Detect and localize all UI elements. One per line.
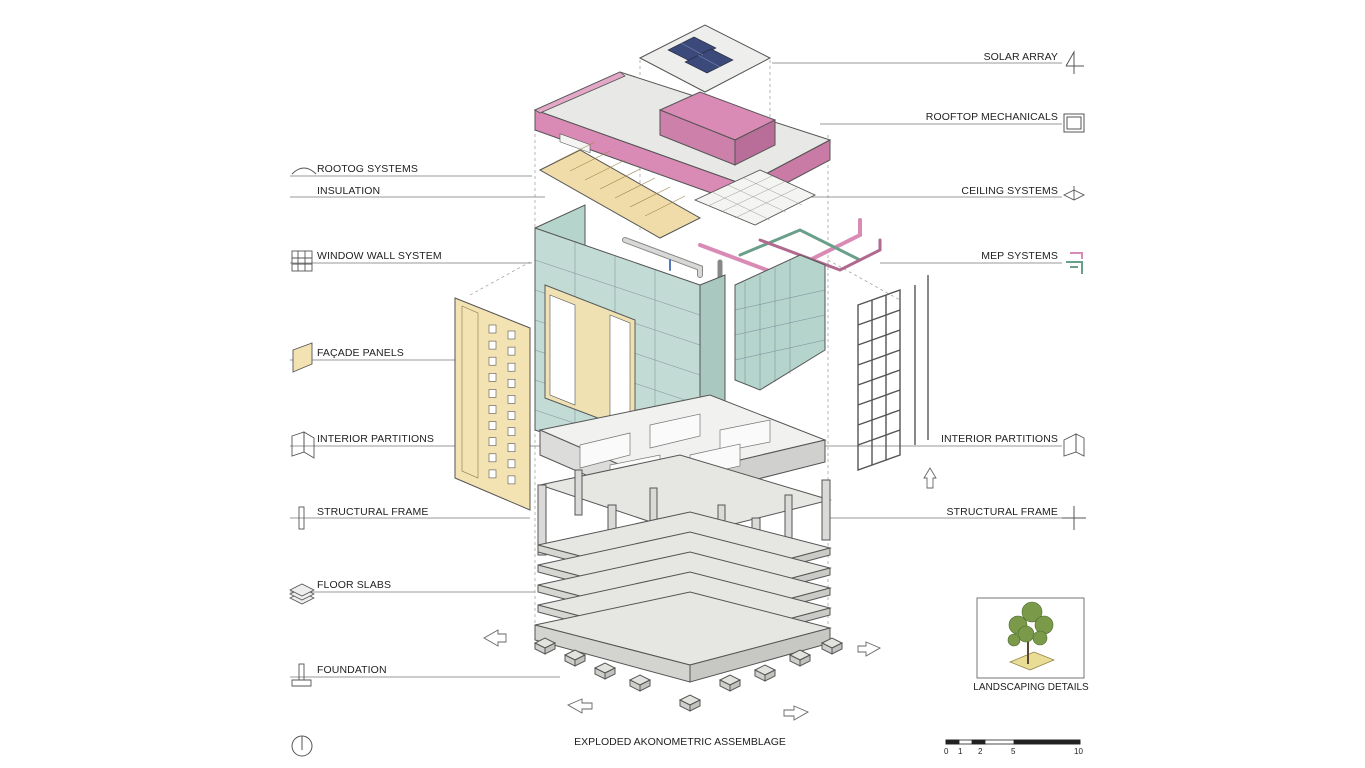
label-solar-array: SOLAR ARRAY	[983, 51, 1058, 63]
label-structural-frame-right: STRUCTURAL FRAME	[946, 506, 1058, 518]
footing-side	[799, 654, 811, 667]
facade-window	[507, 346, 516, 356]
partition-icon-right	[1063, 433, 1085, 457]
facade-window	[488, 356, 497, 366]
footing-side	[831, 642, 843, 655]
facade-window	[488, 389, 497, 398]
landscaping-detail-box	[976, 597, 1085, 679]
label-ceiling-systems: CEILING SYSTEMS	[961, 185, 1058, 197]
slab-stack-icon	[289, 583, 315, 605]
label-rooftop-mechanicals: ROOFTOP MECHANICALS	[925, 111, 1058, 123]
foundation-icon	[291, 663, 312, 687]
scale-tick-0: 0	[944, 747, 949, 756]
facade-window	[488, 469, 497, 479]
box-icon	[1063, 113, 1085, 133]
facade-window	[488, 421, 497, 430]
footing-side	[729, 679, 741, 692]
label-insulation: INSULATION	[317, 185, 381, 197]
footing-side	[544, 642, 556, 655]
facade-window	[507, 459, 516, 469]
label-interior-partitions-right: INTERIOR PARTITIONS	[940, 433, 1058, 445]
foundation	[533, 591, 844, 712]
roof-assembly	[533, 71, 832, 206]
facade-window	[507, 427, 516, 436]
facade-window	[488, 437, 497, 447]
circulation-arrows	[483, 467, 937, 721]
label-mep-systems: MEP SYSTEMS	[981, 250, 1058, 262]
scale-tick-5: 5	[1011, 747, 1016, 756]
facade-window	[507, 443, 516, 453]
diagram-title: EXPLODED AKONOMETRIC ASSEMBLAGE	[574, 736, 786, 748]
leader-lines-right	[772, 62, 1062, 519]
column-icon	[298, 506, 305, 530]
solar-array	[638, 24, 772, 93]
label-window-wall-system: WINDOW WALL SYSTEM	[317, 250, 442, 262]
label-landscaping-details: LANDSCAPING DETAILS	[973, 682, 1089, 693]
tree-icon	[1007, 601, 1054, 647]
label-floor-slabs: FLOOR SLABS	[317, 579, 392, 591]
trellis-grid	[857, 275, 929, 471]
footing-side	[604, 667, 616, 680]
label-facade-panels: FAÇADE PANELS	[317, 347, 404, 359]
footing-side	[574, 654, 586, 667]
roof-icon	[291, 167, 317, 175]
facade-window	[507, 362, 516, 372]
facade-window	[507, 395, 516, 404]
facade-window	[488, 453, 497, 463]
window-grid-icon	[291, 250, 313, 272]
facade-window	[507, 411, 516, 420]
facade-window	[507, 330, 516, 340]
scale-tick-10: 10	[1074, 747, 1083, 756]
label-foundation: FOUNDATION	[317, 664, 387, 676]
partition-icon	[291, 431, 315, 459]
facade-window	[507, 475, 516, 485]
cross-icon	[1062, 506, 1086, 530]
label-interior-partitions-left: INTERIOR PARTITIONS	[317, 433, 435, 445]
facade-window	[507, 378, 516, 388]
facade-panels	[454, 284, 636, 511]
pipe-icon	[1066, 252, 1083, 274]
facade-window	[488, 324, 497, 334]
mep-pipes	[622, 218, 882, 281]
scale-bar	[945, 739, 1081, 745]
facade-window	[488, 372, 497, 382]
insulation-layer	[538, 141, 702, 239]
footing-side	[764, 669, 776, 682]
scale-tick-1: 1	[958, 747, 963, 756]
facade-panel-icon	[292, 342, 313, 373]
label-structural-frame-left: STRUCTURAL FRAME	[317, 506, 429, 518]
footing-side	[689, 699, 701, 712]
leader-lines-left	[290, 175, 560, 678]
facade-window	[488, 340, 497, 350]
solar-icon	[1065, 50, 1084, 74]
north-arrow-icon	[291, 735, 313, 757]
facade-window	[488, 405, 497, 414]
label-rooting-systems: ROOTOG SYSTEMS	[317, 163, 418, 175]
scale-tick-2: 2	[978, 747, 983, 756]
footing-side	[639, 679, 651, 692]
ceiling-icon	[1062, 186, 1086, 201]
ceiling-grid	[693, 169, 817, 226]
